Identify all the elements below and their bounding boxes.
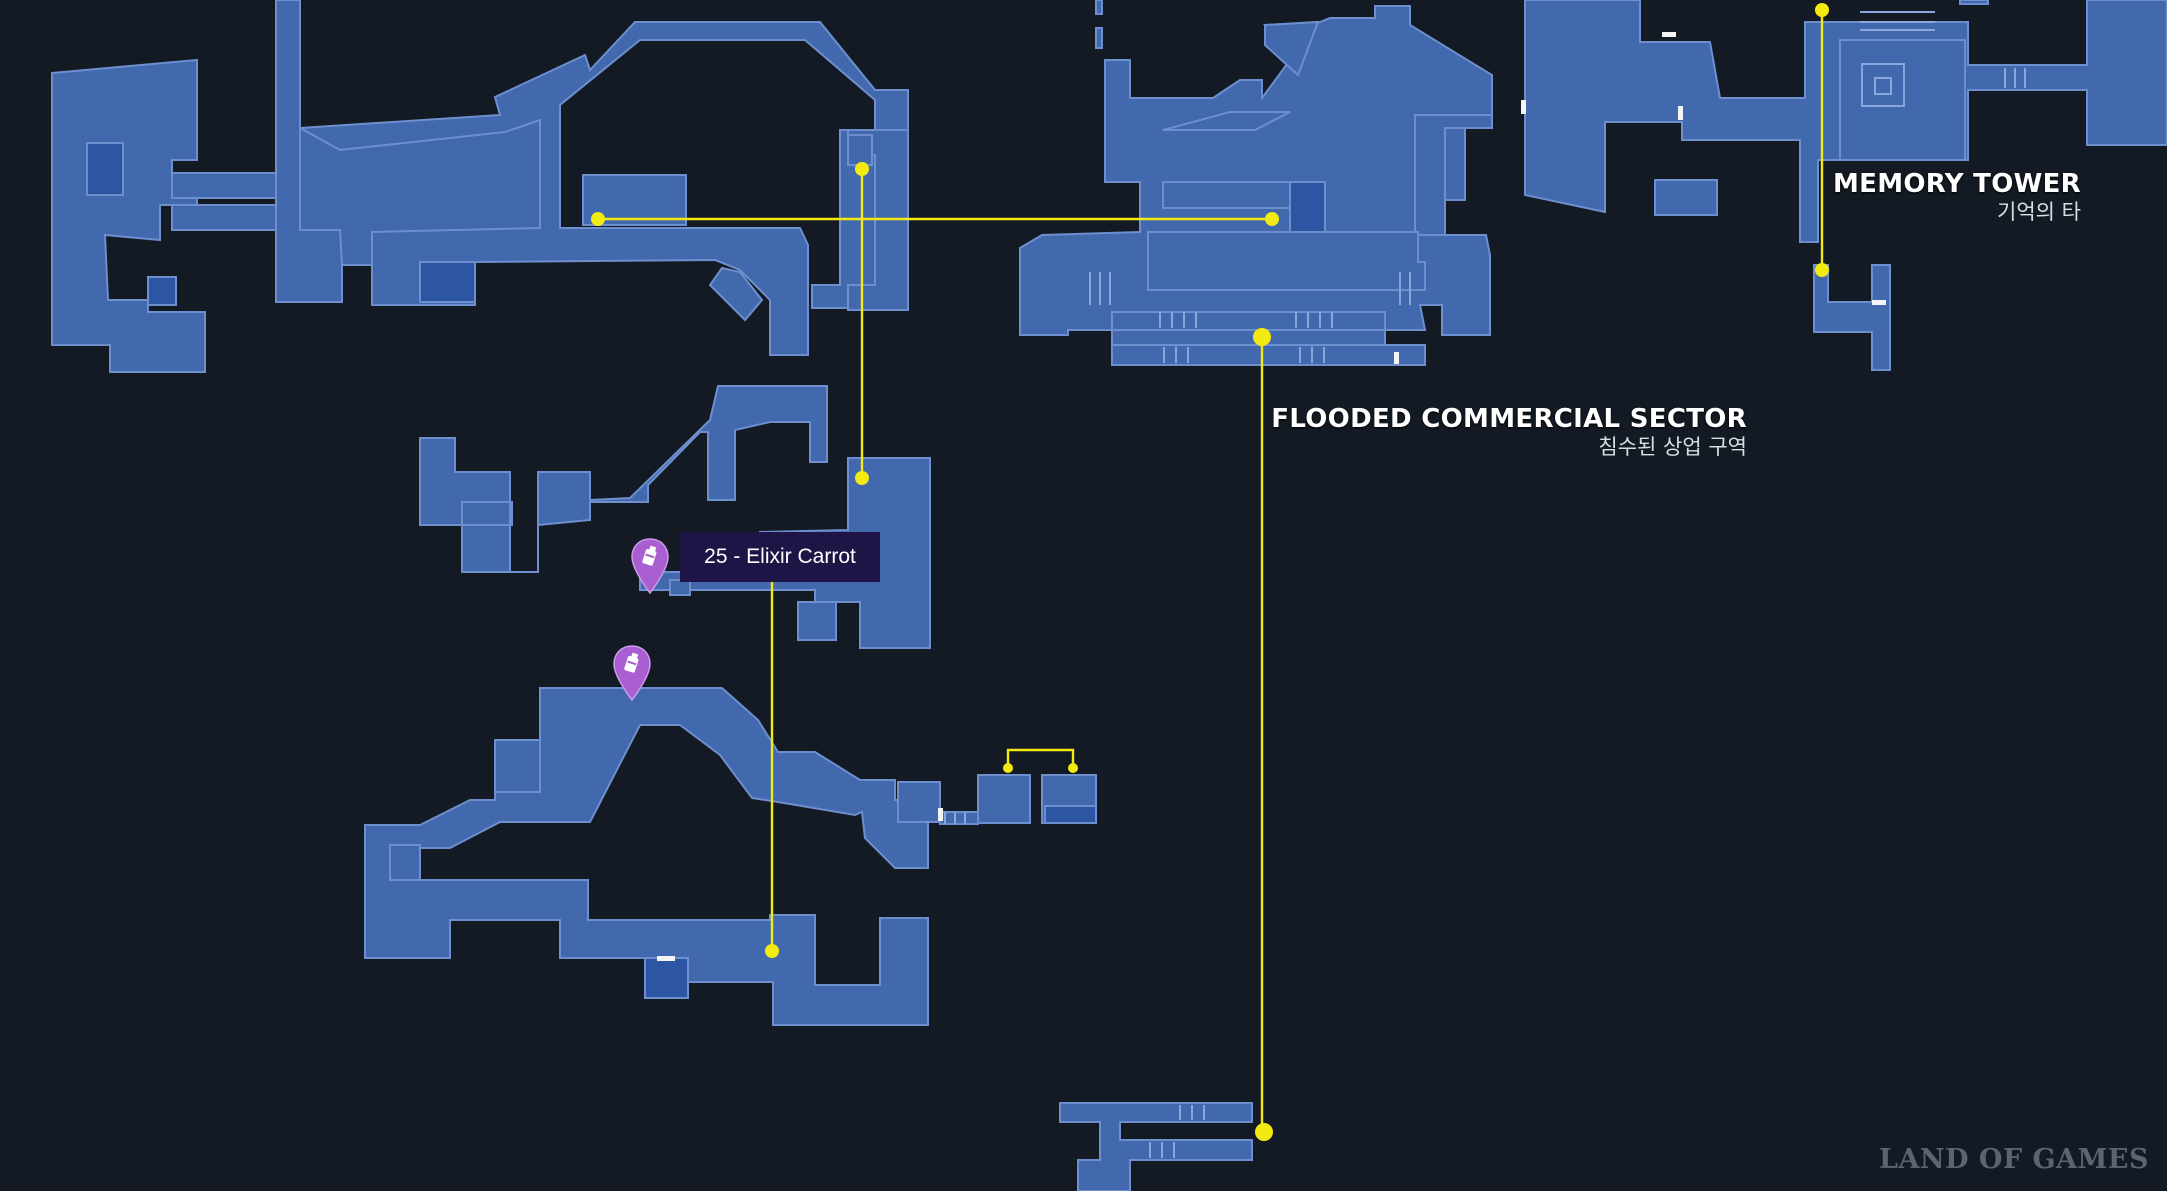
waypoint-node[interactable]: [1003, 763, 1013, 773]
marker-tooltip: 25 - Elixir Carrot: [680, 532, 880, 582]
door: [1872, 300, 1886, 305]
waypoint-node[interactable]: [1815, 263, 1829, 277]
region-name-korean: 침수된 상업 구역: [1598, 435, 1747, 459]
bottle-icon: [642, 545, 657, 566]
waypoint-node[interactable]: [1265, 212, 1279, 226]
room-west-complex: [51, 0, 909, 373]
waypoint-nodes: [591, 3, 1829, 1141]
map-pin-icon: [613, 645, 651, 702]
door: [1394, 352, 1399, 364]
waypoint-node[interactable]: [1255, 1123, 1273, 1141]
watermark: LAND OF GAMES: [1879, 1144, 2149, 1175]
map-pin-icon: [631, 538, 669, 595]
door: [938, 808, 943, 821]
region-name: FLOODED COMMERCIAL SECTOR: [1271, 404, 1747, 434]
room-southwest: [364, 687, 1097, 1026]
map-marker-item[interactable]: [612, 644, 652, 702]
region-name: MEMORY TOWER: [1833, 169, 2081, 199]
waypoint-node[interactable]: [591, 212, 605, 226]
region-name-korean: 기억의 타: [1997, 200, 2081, 224]
region-label-flooded-commercial-sector: FLOODED COMMERCIAL SECTOR 침수된 상업 구역: [1271, 404, 1747, 460]
room-midwest: [419, 385, 931, 649]
connector-lines: [598, 10, 1824, 1132]
door: [1678, 106, 1683, 120]
bottle-icon: [624, 652, 639, 673]
room-south: [1059, 1102, 1253, 1191]
waypoint-node[interactable]: [855, 162, 869, 176]
waypoint-node[interactable]: [855, 471, 869, 485]
waypoint-node[interactable]: [1815, 3, 1829, 17]
room-flooded-commercial: [1019, 0, 1493, 366]
door: [1521, 100, 1526, 114]
room-memory-tower: [1524, 0, 2167, 371]
waypoint-node[interactable]: [1068, 763, 1078, 773]
map-marker-elixir-carrot[interactable]: [630, 537, 670, 595]
region-label-memory-tower: MEMORY TOWER 기억의 타: [1833, 169, 2081, 225]
door: [1662, 32, 1676, 37]
door: [657, 956, 675, 961]
waypoint-node[interactable]: [1253, 328, 1271, 346]
waypoint-node[interactable]: [765, 944, 779, 958]
